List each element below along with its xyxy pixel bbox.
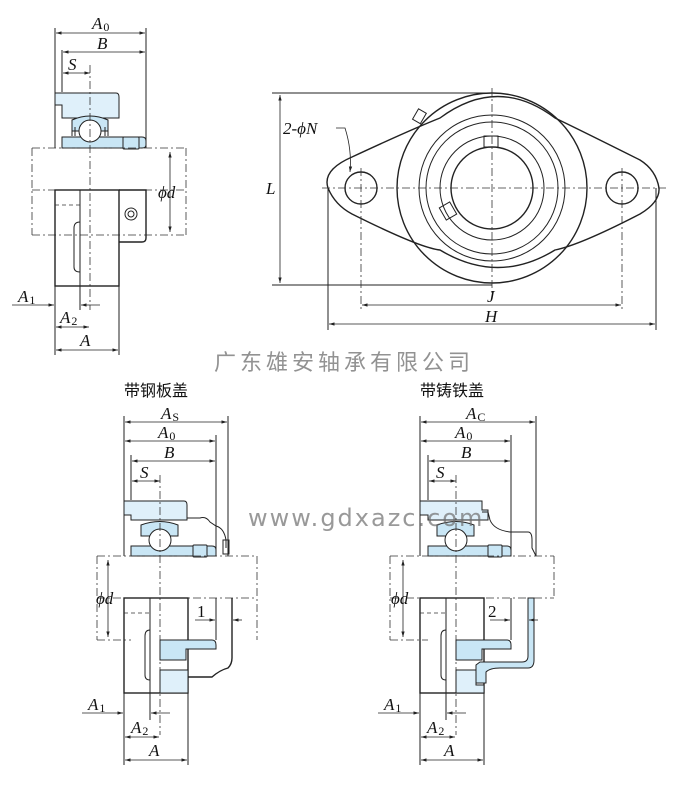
label-ac: AC (465, 404, 485, 424)
caption-cast-iron-cover: 带铸铁盖 (420, 381, 485, 400)
label-a1: A1 (383, 695, 401, 715)
label-s: S (140, 463, 149, 482)
label-s: S (436, 463, 445, 482)
label-gap: 2 (488, 602, 497, 621)
label-a0: A0 (91, 14, 109, 34)
label-j: J (487, 287, 496, 306)
label-a2: A2 (59, 308, 77, 328)
label-a1: A1 (17, 287, 35, 307)
bottom-right-cast-cover-view: AC A0 B S ϕd 2 A1 A2 A (378, 404, 555, 765)
label-a0: A0 (454, 423, 472, 443)
label-phi-d: ϕd (158, 183, 176, 202)
label-gap: 1 (197, 602, 206, 621)
watermark-url: www.gdxazc.com (248, 504, 485, 532)
label-a2: A2 (130, 718, 148, 738)
label-phi-d: ϕd (391, 589, 409, 608)
label-b: B (461, 443, 472, 462)
top-right-flange-view: 2-ϕN L J H (265, 88, 666, 330)
label-h: H (484, 307, 499, 326)
caption-steel-plate-cover: 带钢板盖 (124, 381, 189, 400)
label-as: AS (160, 404, 179, 424)
bottom-left-steel-cover-view: AS A0 B S ϕd 1 A1 A2 A (82, 404, 258, 765)
label-a: A (79, 331, 91, 350)
label-b: B (164, 443, 175, 462)
label-b: B (97, 34, 108, 53)
label-2-phi-n: 2-ϕN (283, 119, 319, 138)
label-a2: A2 (426, 718, 444, 738)
label-phi-d: ϕd (96, 589, 114, 608)
label-a: A (443, 741, 455, 760)
label-a1: A1 (87, 695, 105, 715)
label-l: L (265, 179, 275, 198)
watermark-company: 广东雄安轴承有限公司 (214, 351, 475, 376)
top-left-section-view: A0 B S ϕd A1 A2 A (12, 14, 187, 355)
label-s: S (68, 55, 77, 74)
label-a0: A0 (157, 423, 175, 443)
label-a: A (148, 741, 160, 760)
